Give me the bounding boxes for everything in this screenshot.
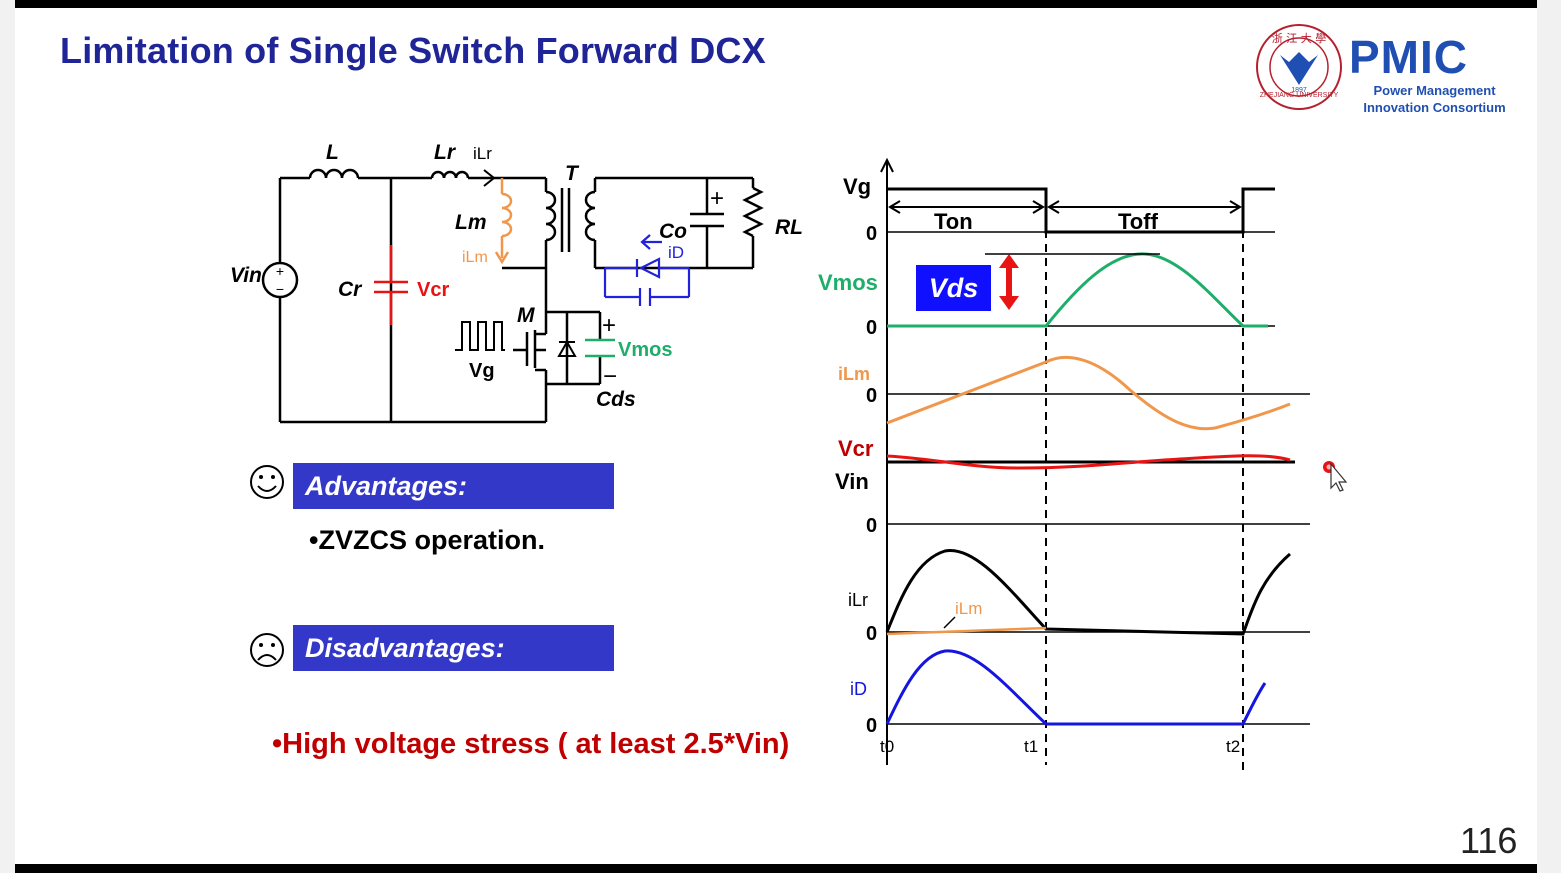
svg-text:Toff: Toff <box>1118 209 1159 234</box>
svg-text:Vmos: Vmos <box>618 339 672 361</box>
svg-text:Lr: Lr <box>434 141 457 164</box>
svg-text:iLr: iLr <box>848 590 868 610</box>
disadvantage-item: •High voltage stress ( at least 2.5*Vin) <box>272 728 790 760</box>
svg-text:Vmos: Vmos <box>818 270 878 295</box>
svg-text:iD: iD <box>668 243 684 262</box>
slide-title: Limitation of Single Switch Forward DCX <box>60 30 766 71</box>
svg-text:L: L <box>326 141 339 164</box>
svg-text:Vin: Vin <box>230 264 262 287</box>
svg-text:0: 0 <box>866 317 877 339</box>
svg-text:+: + <box>602 312 616 339</box>
svg-text:0: 0 <box>866 623 877 645</box>
logo-subtitle-line1: Power Management <box>1373 83 1496 98</box>
svg-text:Vcr: Vcr <box>417 279 449 301</box>
svg-text:Vin: Vin <box>835 469 869 494</box>
svg-text:T: T <box>565 162 580 185</box>
right-margin <box>1537 0 1561 873</box>
logo-subtitle-line2: Innovation Consortium <box>1363 100 1506 115</box>
svg-text:+: + <box>276 263 284 279</box>
svg-text:t1: t1 <box>1024 737 1038 756</box>
advantage-item: •ZVZCS operation. <box>309 525 545 555</box>
svg-text:t2: t2 <box>1226 737 1240 756</box>
svg-text:iLm: iLm <box>838 364 870 384</box>
svg-text:RL: RL <box>775 216 803 239</box>
svg-text:Cr: Cr <box>338 278 363 301</box>
left-margin <box>0 0 15 873</box>
svg-text:Vg: Vg <box>843 174 871 199</box>
svg-text:−: − <box>276 281 284 297</box>
svg-text:Vg: Vg <box>469 360 495 382</box>
svg-text:Vcr: Vcr <box>838 436 874 461</box>
svg-text:iLm: iLm <box>462 249 488 266</box>
svg-text:0: 0 <box>866 223 877 245</box>
disadvantages-heading: Disadvantages: <box>293 625 614 671</box>
svg-text:Lm: Lm <box>455 211 487 234</box>
svg-text:iD: iD <box>850 679 867 699</box>
top-bar <box>15 0 1537 8</box>
mouse-pointer-icon <box>1330 462 1348 492</box>
logo-brand-name: PMIC <box>1349 31 1468 83</box>
advantages-heading: Advantages: <box>293 463 614 509</box>
vds-label: Vds <box>916 265 991 311</box>
svg-text:0: 0 <box>866 385 877 407</box>
svg-text:Ton: Ton <box>934 209 973 234</box>
svg-text:−: − <box>603 363 617 390</box>
svg-text:0: 0 <box>866 515 877 537</box>
svg-text:Cds: Cds <box>596 388 636 411</box>
bottom-bar <box>15 864 1537 873</box>
svg-text:Co: Co <box>659 220 687 243</box>
svg-text:0: 0 <box>866 715 877 737</box>
svg-text:M: M <box>517 304 535 327</box>
logo-subtitle: Power Management Innovation Consortium <box>1362 82 1507 116</box>
page-number: 116 <box>1460 820 1518 861</box>
svg-text:t0: t0 <box>880 737 894 756</box>
svg-text:iLr: iLr <box>473 144 492 163</box>
svg-text:+: + <box>710 185 724 212</box>
svg-text:iLm: iLm <box>955 599 982 618</box>
